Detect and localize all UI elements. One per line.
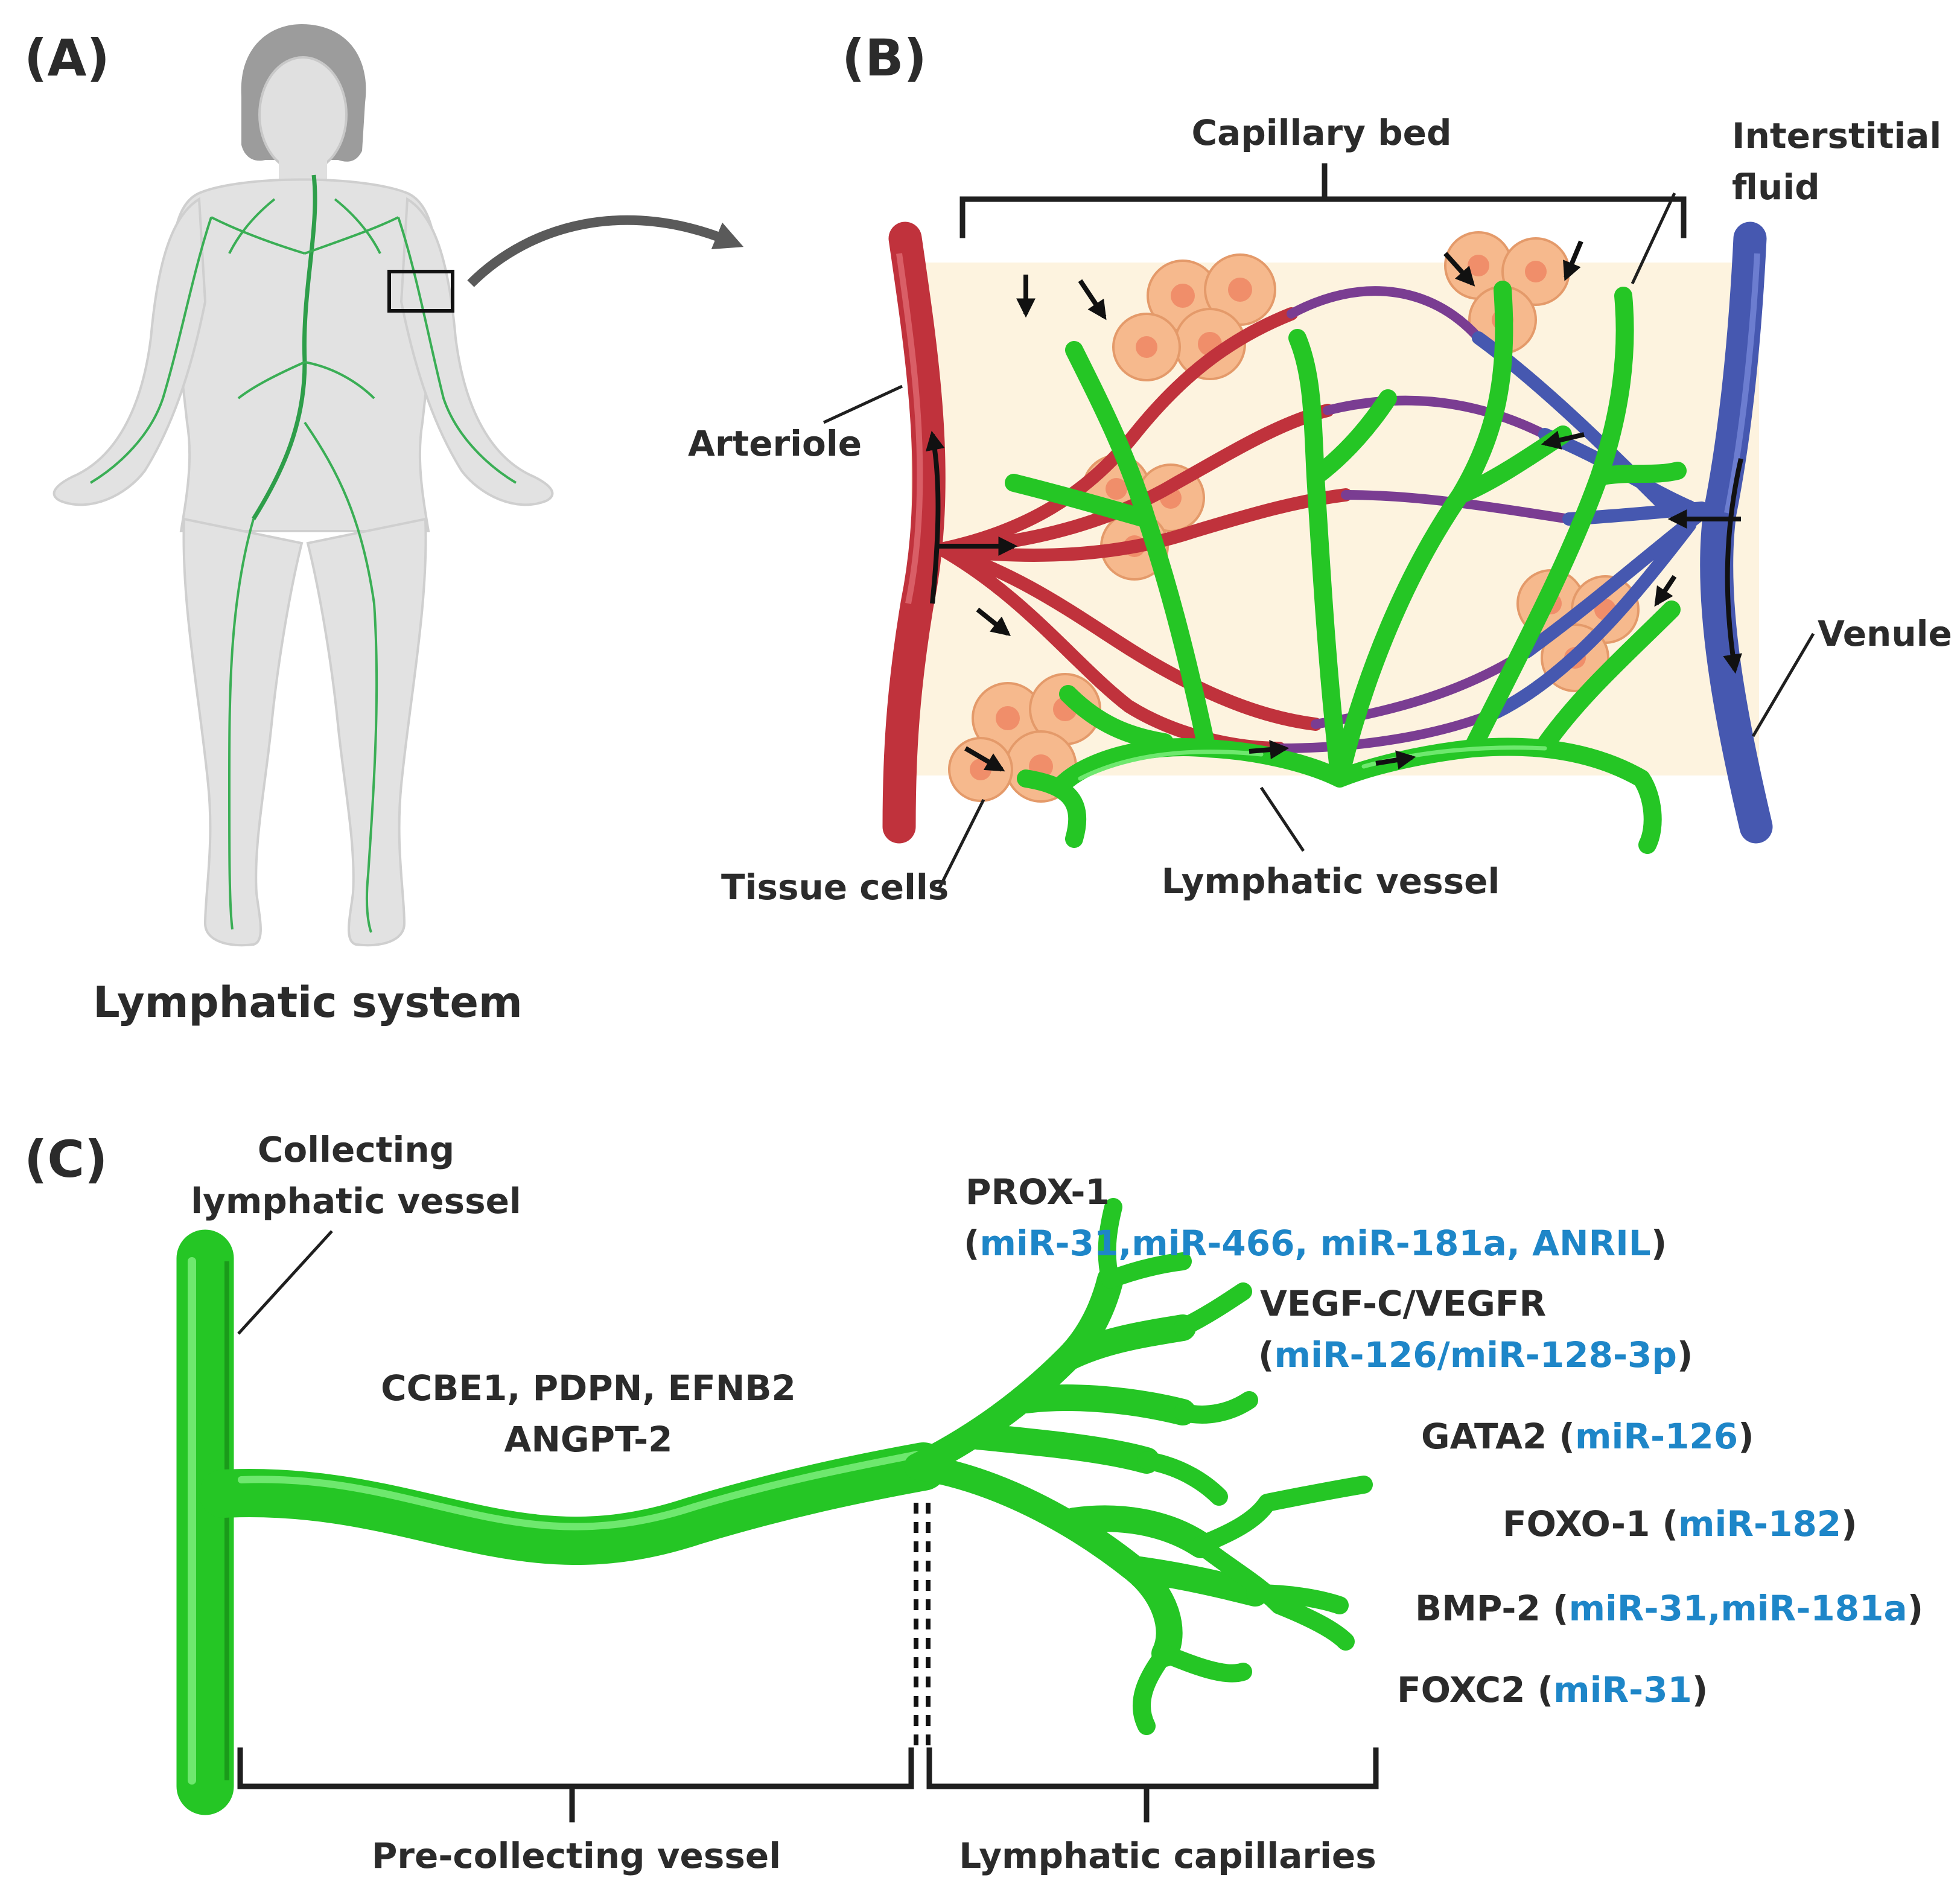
flow-arrow (1723, 458, 1743, 674)
lymphatic-capillary-tree (904, 1266, 1268, 1667)
factor-gene-prox1: PROX-1 (966, 1171, 1110, 1212)
arteriole-label: Arteriole (688, 423, 862, 464)
panel-b-letter: (B) (842, 28, 927, 88)
flow-arrow (964, 746, 1005, 772)
markers-line2: ANGPT-2 (504, 1419, 672, 1460)
flow-arrow (1541, 430, 1585, 450)
panel-c-letter: (C) (24, 1130, 107, 1189)
collecting-label-line2: lymphatic vessel (191, 1180, 521, 1221)
factor-foxc2: FOXC2 (miR-31) (1397, 1669, 1708, 1710)
left-leg-shape (182, 517, 304, 947)
venule-highlight (1724, 253, 1760, 514)
flow-arrow (1654, 575, 1677, 607)
body-lymphatic-network (89, 198, 517, 933)
factor-foxo1: FOXO-1 (miR-182) (1503, 1503, 1857, 1544)
markers-line1: CCBE1, PDPN, EFNB2 (381, 1368, 796, 1409)
lymphatic-vessel-leader (1259, 786, 1305, 852)
flow-arrow (925, 430, 945, 604)
arterial-capillaries (935, 307, 1352, 755)
venule-label: Venule (1818, 613, 1952, 654)
capillaries-brace (926, 1747, 1379, 1823)
lymphatic-vessel-label: Lymphatic vessel (1162, 861, 1500, 902)
right-arm-shape (399, 197, 554, 506)
collecting-leader (237, 1230, 333, 1335)
pre-collecting-highlight (238, 1451, 921, 1530)
regulator-list: PROX-1 (miR-31,miR-466, miR-181a, ANRIL)… (964, 1171, 1923, 1710)
panel-a-caption: Lymphatic system (93, 978, 523, 1027)
left-arm-shape (52, 197, 207, 506)
lymphatic-capillary-tips (1098, 1198, 1373, 1735)
capillary-bed-label: Capillary bed (1192, 112, 1452, 153)
capillary-bed-brace (959, 163, 1687, 238)
flow-arrow (976, 607, 1011, 636)
flow-arrow (1563, 240, 1583, 281)
tissue-cells-label: Tissue cells (721, 867, 949, 908)
flow-arrow (1375, 750, 1416, 769)
factor-mirna-vegfc: (miR-126/miR-128-3p) (1258, 1334, 1693, 1375)
factor-bmp2: BMP-2 (miR-31,miR-181a) (1415, 1588, 1923, 1629)
capillaries-label: Lymphatic capillaries (959, 1835, 1376, 1876)
flow-arrows-b (925, 240, 1743, 772)
factor-gata2: GATA2 (miR-126) (1421, 1416, 1754, 1457)
flow-arrow (1443, 252, 1475, 287)
lymphatic-capillaries-b (1005, 281, 1687, 854)
collecting-label-line1: Collecting (258, 1129, 454, 1170)
venule-leader (1751, 632, 1815, 737)
factor-gene-vegfc: VEGF-C/VEGFR (1260, 1283, 1546, 1324)
arteriole-leader (822, 384, 903, 424)
pre-collecting-brace (237, 1747, 914, 1823)
panel-c: (C) Pre-collecting vessel Lymphatic capi… (24, 1129, 1923, 1876)
pre-collecting-label: Pre-collecting vessel (372, 1835, 781, 1876)
interstitial-label-line2: fluid (1732, 167, 1820, 208)
segment-divider (914, 1503, 931, 1750)
flow-arrow (1078, 279, 1107, 320)
body-lymphatic-duct (252, 174, 317, 520)
panel-a: (A) Lymphatic system (24, 24, 744, 1027)
tissue-cell-cluster (1112, 253, 1276, 381)
arteriole-highlight (896, 253, 923, 604)
panel-a-letter: (A) (24, 28, 110, 88)
interstitial-leader (1631, 192, 1676, 285)
zoom-region-box (387, 270, 454, 313)
arteriole-vessel (882, 221, 946, 844)
pre-collecting-vessel (199, 1442, 947, 1565)
panel-b: (B) Capillary bed (688, 28, 1952, 908)
interstitial-label-line1: Interstitial (1732, 115, 1941, 156)
right-leg-shape (306, 517, 427, 947)
zoom-arrow (467, 215, 744, 287)
venule-vessel (1700, 221, 1773, 844)
human-body-figure (52, 24, 554, 947)
head-shape (258, 56, 348, 173)
flow-arrow (1249, 740, 1290, 760)
tissue-cells-leader (937, 798, 985, 891)
factor-mirna-prox1: (miR-31,miR-466, miR-181a, ANRIL) (964, 1223, 1667, 1264)
